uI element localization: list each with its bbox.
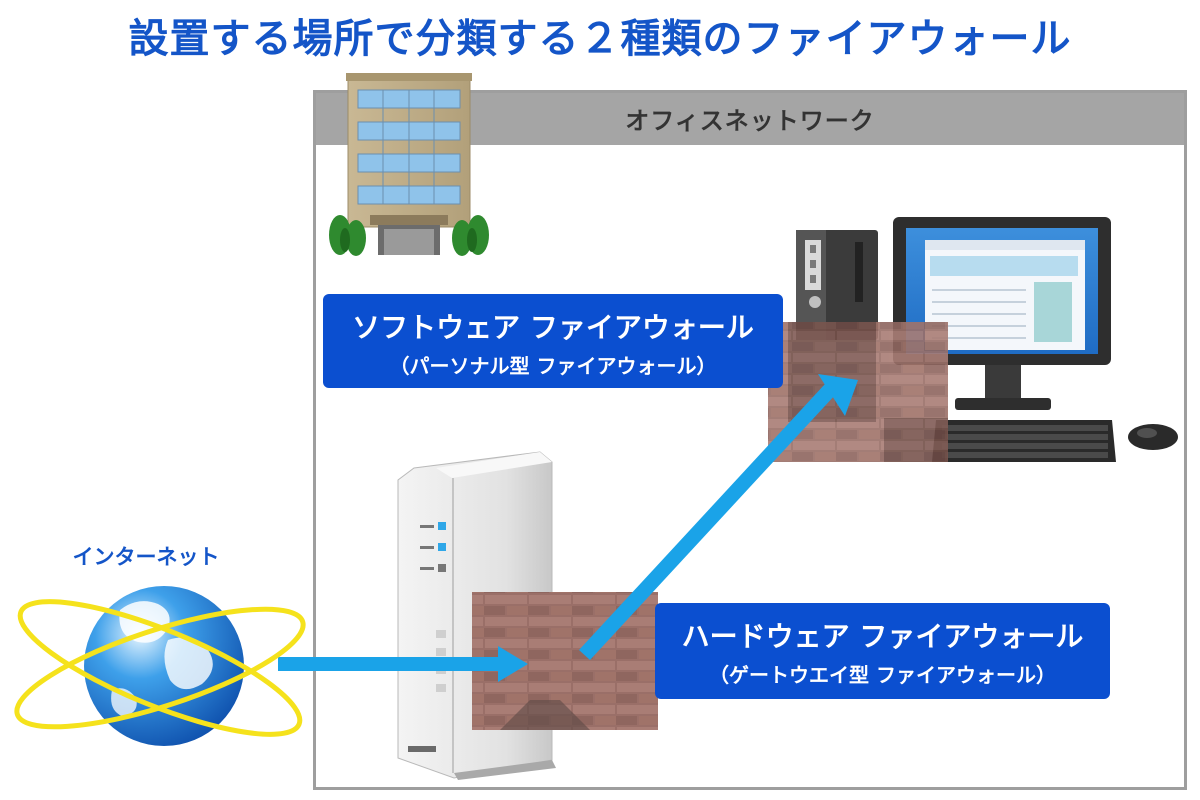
hardware-firewall-label-box: ハードウェア ファイアウォール （ゲートウエイ型 ファイアウォール） — [655, 603, 1110, 699]
pc-tower-icon — [796, 230, 878, 340]
hardware-firewall-title: ハードウェア ファイアウォール — [681, 620, 1084, 653]
software-firewall-label-box: ソフトウェア ファイアウォール （パーソナル型 ファイアウォール） — [323, 294, 783, 388]
office-building-icon — [329, 73, 489, 256]
traffic-arrow-icon — [278, 374, 858, 682]
mouse-icon — [1128, 424, 1178, 450]
software-firewall-title: ソフトウェア ファイアウォール — [352, 311, 754, 344]
keyboard-icon — [932, 420, 1116, 462]
page-title: 設置する場所で分類する２種類のファイアウォール — [128, 16, 1072, 62]
internet-label: インターネット — [72, 545, 220, 569]
software-firewall-wall-icon — [768, 322, 948, 462]
internet-globe-icon — [14, 586, 306, 746]
software-firewall-subtitle: （パーソナル型 ファイアウォール） — [389, 354, 717, 378]
office-network-label: オフィスネットワーク — [625, 107, 875, 135]
hardware-firewall-subtitle: （ゲートウエイ型 ファイアウォール） — [709, 663, 1056, 687]
